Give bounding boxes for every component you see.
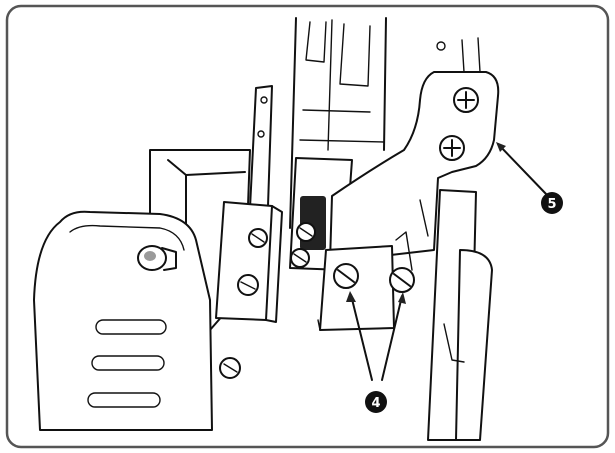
callout-leaders — [346, 142, 549, 381]
middle-bracket — [215, 201, 283, 379]
adjusting-block — [317, 231, 415, 331]
front-cover — [33, 210, 213, 431]
callout-5: 5 — [541, 192, 563, 214]
guard-plate — [329, 37, 500, 263]
callout-4: 4 — [365, 391, 387, 413]
callout-5-label: 5 — [547, 197, 556, 212]
callout-4-label: 4 — [371, 396, 380, 411]
vertical-rail — [289, 17, 387, 229]
right-column — [427, 149, 493, 441]
